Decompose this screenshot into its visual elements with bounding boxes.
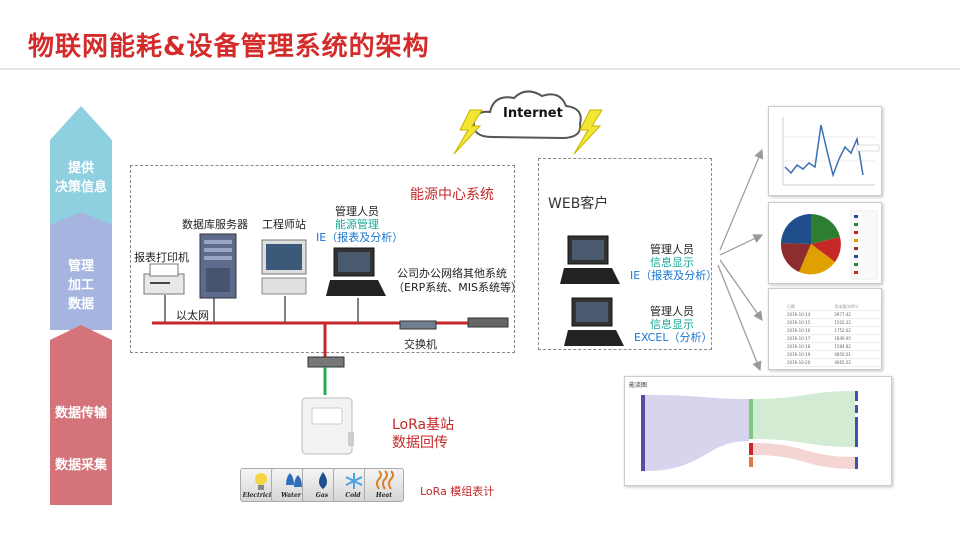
- sidebar-process-shape: [50, 225, 112, 330]
- web-c1-role: 信息显示: [650, 256, 694, 269]
- web-laptop-1-icon: [560, 235, 620, 284]
- sidebar-decision-shape: [50, 106, 112, 225]
- web-c2-desc: EXCEL（分析）: [634, 331, 713, 344]
- printer-icon: [143, 263, 185, 295]
- sidebar-decision-label: 提供决策信息: [54, 161, 107, 195]
- office-systems-line1: 公司办公网络其他系统: [397, 267, 507, 280]
- flame-icon: [319, 472, 327, 489]
- energy-center-zone: [130, 165, 515, 353]
- title-divider: [0, 68, 960, 70]
- engineer-label: 工程师站: [262, 218, 306, 231]
- internet-cloud: [453, 90, 603, 155]
- sidebar-collect-label: 数据采集: [54, 457, 107, 473]
- lora-station-icon: [301, 397, 354, 455]
- web-c2-title: 管理人员: [650, 305, 694, 318]
- energy-center-title: 能源中心系统: [410, 187, 494, 203]
- switch-label: 交换机: [404, 338, 437, 351]
- web-c1-title: 管理人员: [650, 243, 694, 256]
- db-server-label: 数据库服务器: [182, 218, 248, 231]
- lightbulb-icon: [255, 473, 267, 490]
- sidebar-process-label: 管理加工数据: [67, 258, 94, 312]
- line-chart-thumbnail: [782, 117, 880, 186]
- line-chart-panel: [768, 106, 882, 196]
- web-c2-role: 信息显示: [650, 318, 694, 331]
- printer-label: 报表打印机: [134, 251, 189, 264]
- web-laptop-2-icon: [564, 297, 624, 346]
- lora-station-line2: 数据回传: [392, 435, 448, 451]
- lightning-icon-right: [573, 109, 603, 155]
- pie-chart-panel: [768, 202, 882, 284]
- lora-meter-label: LoRa 模组表计: [420, 485, 495, 498]
- snowflake-icon: [345, 473, 363, 489]
- web-client-zone: [538, 158, 712, 350]
- ethernet-label: 以太网: [176, 309, 209, 322]
- page-title: 物联网能耗&设备管理系统的架构: [28, 32, 430, 62]
- database-server-icon: [199, 233, 237, 299]
- lightning-icon-left: [453, 109, 483, 155]
- office-switch-icon: [467, 317, 509, 328]
- admin-title: 管理人员: [335, 205, 379, 218]
- laptop-icon: [326, 247, 386, 296]
- admin-desc: IE（报表及分析）: [316, 231, 404, 244]
- sensor-heat: Heat: [364, 468, 404, 502]
- internet-label: Internet: [503, 106, 563, 121]
- sankey-thumbnail: [641, 391, 858, 471]
- sidebar-transfer-label: 数据传输: [54, 405, 107, 421]
- water-drop-icon: [286, 473, 302, 487]
- web-client-title: WEB客户: [548, 196, 609, 212]
- sankey-title: 能流图: [629, 382, 648, 389]
- main-switch-icon: [399, 320, 437, 330]
- web-c1-desc: IE（报表及分析）: [630, 269, 718, 282]
- office-systems-line2: （ERP系统、MIS系统等）: [393, 281, 522, 294]
- workstation-icon: [261, 239, 307, 295]
- pie-chart-thumbnail: [780, 210, 878, 280]
- sidebar-process-arrow: [50, 212, 112, 225]
- admin-role: 能源管理: [335, 218, 379, 231]
- sankey-panel: 能流图: [624, 376, 892, 486]
- lora-station-line1: LoRa基站: [392, 417, 455, 433]
- sidebar-collect-shape: [50, 325, 112, 505]
- heat-waves-icon: [376, 470, 394, 490]
